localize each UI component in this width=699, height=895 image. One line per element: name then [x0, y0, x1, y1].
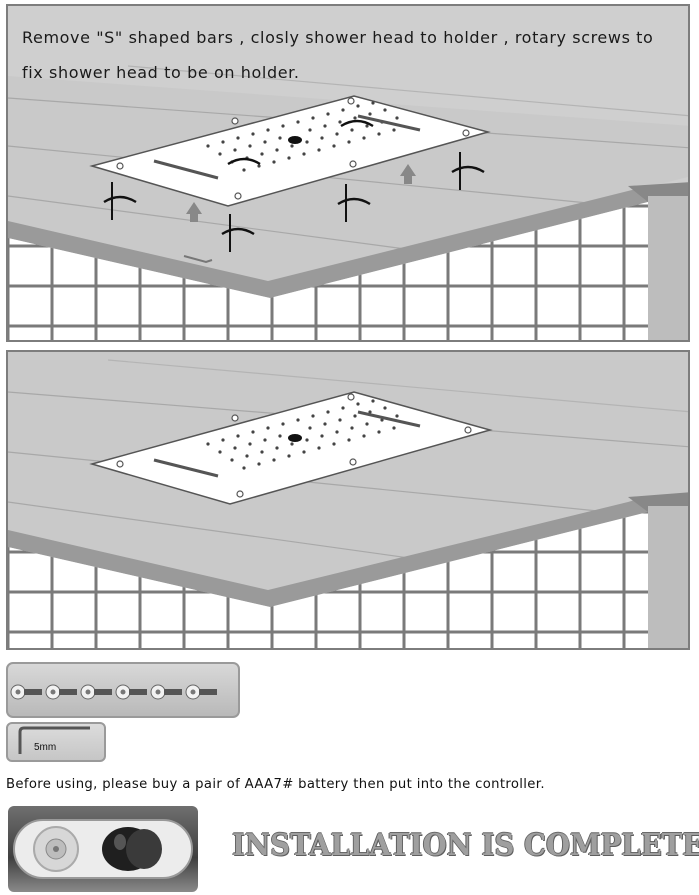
remote-controller-photo — [8, 806, 198, 892]
installed-shower-diagram — [8, 352, 688, 648]
hex-wrench-box: 5mm — [6, 722, 106, 762]
step2-illustration — [6, 350, 690, 650]
screw-kit — [6, 662, 240, 718]
wrench-size-label: 5mm — [34, 742, 57, 753]
rotate-arrow-icon — [103, 119, 485, 236]
step1-instruction: Remove "S" shaped bars , closly shower h… — [22, 28, 654, 82]
remote-controller-icon — [13, 819, 193, 879]
hex-wrench-icon — [18, 726, 90, 754]
up-arrow-icon — [111, 152, 461, 252]
ceiling-install-diagram — [8, 65, 688, 340]
step1-illustration: Remove "S" shaped bars , closly shower h… — [6, 4, 690, 342]
installation-complete-banner: INSTALLATION IS COMPLETE — [232, 828, 699, 863]
battery-note: Before using, please buy a pair of AAA7#… — [6, 777, 545, 792]
screw-icon — [10, 684, 217, 700]
